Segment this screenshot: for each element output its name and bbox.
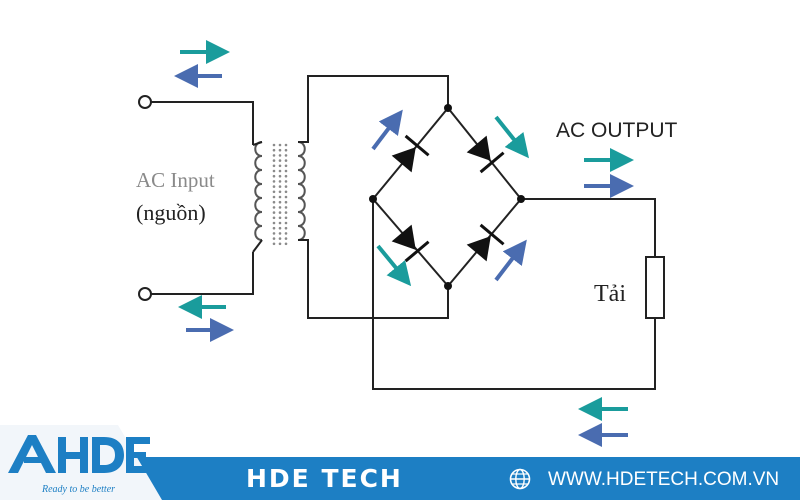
core-dot: [278, 242, 282, 246]
footer-brand-title: HDE TECH: [246, 464, 403, 493]
output-label: AC OUTPUT: [556, 119, 678, 142]
core-dot: [284, 237, 288, 240]
core-dot: [272, 190, 276, 194]
core-dot: [284, 159, 288, 162]
core-dot: [284, 200, 288, 204]
transformer-core: [272, 143, 288, 246]
core-dot: [272, 242, 276, 246]
core-dot: [272, 221, 276, 225]
core-dot: [272, 143, 276, 147]
core-dot: [272, 148, 276, 152]
core-dot: [284, 169, 288, 173]
node-bottom: [444, 282, 452, 290]
node-right: [517, 195, 525, 203]
primary-coil: [252, 141, 263, 253]
website-link[interactable]: WWW.HDETECH.COM.VN: [548, 469, 780, 490]
core-dot: [278, 211, 282, 214]
core-dot: [278, 226, 282, 230]
core-dot: [272, 174, 276, 178]
core-dot: [278, 185, 282, 188]
globe-icon: [509, 468, 531, 490]
core-dot: [272, 154, 276, 157]
core-dot: [284, 174, 288, 178]
core-dot: [278, 154, 282, 157]
core-dot: [284, 164, 288, 168]
node-left: [369, 195, 377, 203]
core-dot: [278, 195, 282, 199]
core-dot: [284, 211, 288, 214]
core-dot: [284, 232, 288, 235]
secondary-coil: [297, 141, 306, 241]
core-dot: [278, 174, 282, 178]
core-dot: [278, 216, 282, 220]
diode-d4: [466, 223, 505, 262]
diode-d2: [466, 135, 505, 174]
core-dot: [278, 200, 282, 204]
core-dot: [278, 180, 282, 183]
input-label-line2: (nguồn): [136, 200, 206, 225]
core-dot: [284, 195, 288, 199]
input-wires: [151, 101, 254, 295]
core-dot: [284, 190, 288, 194]
core-dot: [284, 148, 288, 152]
core-dot: [272, 185, 276, 188]
current-arrows: [174, 40, 634, 447]
core-dot: [284, 226, 288, 230]
core-dot: [278, 190, 282, 194]
core-dot: [278, 237, 282, 240]
core-dot: [284, 206, 288, 209]
core-dot: [278, 148, 282, 152]
core-dot: [278, 143, 282, 147]
core-dot: [278, 221, 282, 225]
core-dot: [284, 242, 288, 246]
core-dot: [272, 206, 276, 209]
core-dot: [284, 154, 288, 157]
core-dot: [272, 164, 276, 168]
core-dot: [284, 143, 288, 147]
input-terminal-top: [138, 95, 152, 109]
arrow-d4-blue: [494, 239, 527, 282]
core-dot: [278, 164, 282, 168]
brand-logo: Ready to be better: [0, 425, 162, 500]
input-label-line1: AC Input: [136, 168, 215, 192]
core-dot: [278, 169, 282, 173]
load-label: Tải: [594, 281, 626, 307]
core-dot: [278, 206, 282, 209]
core-dot: [272, 211, 276, 214]
core-dot: [272, 226, 276, 230]
core-dot: [284, 185, 288, 188]
node-top: [444, 104, 452, 112]
core-dot: [278, 159, 282, 162]
core-dot: [272, 232, 276, 235]
arrow-d1-blue: [371, 109, 403, 151]
core-dot: [272, 169, 276, 173]
core-dot: [284, 180, 288, 183]
core-dot: [272, 216, 276, 220]
input-terminal-bottom: [138, 287, 152, 301]
core-dot: [272, 237, 276, 240]
core-dot: [272, 180, 276, 183]
diode-d3: [391, 224, 430, 263]
core-dot: [284, 216, 288, 220]
core-dot: [278, 232, 282, 235]
core-dot: [284, 221, 288, 225]
load-resistor: [645, 256, 665, 319]
diode-d1: [391, 134, 430, 173]
arrow-d2-teal: [494, 115, 529, 159]
arrow-d3-teal: [376, 244, 412, 287]
core-dot: [272, 159, 276, 162]
transformer: [252, 141, 306, 253]
core-dot: [272, 195, 276, 199]
brand-slogan: Ready to be better: [41, 484, 115, 495]
core-dot: [272, 200, 276, 204]
